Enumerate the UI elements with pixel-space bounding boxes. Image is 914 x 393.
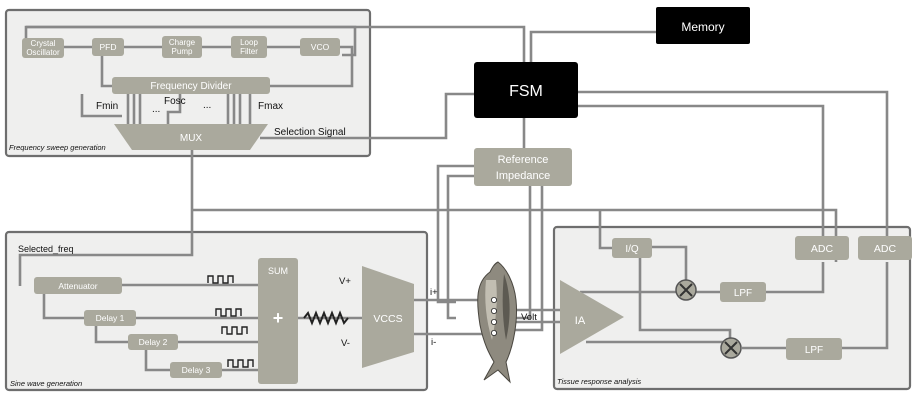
mux-block: MUX [114, 124, 268, 150]
svg-text:Charge: Charge [169, 38, 196, 47]
svg-text:Pump: Pump [172, 47, 193, 56]
svg-text:Crystal: Crystal [31, 39, 56, 48]
svg-text:Reference: Reference [498, 154, 549, 166]
multiplier-1-icon [675, 279, 697, 301]
fish-tissue-image [477, 261, 517, 384]
svg-text:ADC: ADC [874, 243, 897, 255]
dots-left: ... [152, 104, 160, 115]
svg-text:LPF: LPF [805, 345, 823, 356]
svg-text:Delay 2: Delay 2 [139, 337, 168, 347]
svg-text:SUM: SUM [268, 266, 288, 276]
sine-panel-title: Sine wave generation [10, 379, 82, 388]
svg-text:VCCS: VCCS [373, 313, 402, 325]
svg-text:Delay 3: Delay 3 [182, 365, 211, 375]
svg-text:Filter: Filter [240, 47, 258, 56]
svg-text:LPF: LPF [734, 288, 752, 299]
fosc-label: Fosc [164, 96, 186, 107]
crystal-oscillator-block: Crystal Oscillator [22, 38, 64, 58]
v-plus-label: V+ [339, 276, 351, 287]
charge-pump-block: Charge Pump [162, 36, 202, 58]
pfd-block: PFD [92, 38, 124, 56]
svg-text:FSM: FSM [509, 83, 543, 100]
i-minus-label: i- [431, 337, 436, 348]
svg-text:Attenuator: Attenuator [58, 281, 97, 291]
fmax-label: Fmax [258, 101, 283, 112]
lpf-2-block: LPF [786, 338, 842, 360]
svg-text:I/Q: I/Q [625, 244, 639, 255]
svg-text:+: + [273, 308, 284, 328]
svg-text:MUX: MUX [180, 133, 203, 144]
iq-block: I/Q [612, 238, 652, 258]
tissue-panel-title: Tissue response analysis [557, 377, 641, 386]
attenuator-block: Attenuator [34, 277, 122, 294]
square-wave-icon [207, 275, 254, 368]
vco-block: VCO [300, 38, 340, 56]
svg-text:Memory: Memory [681, 20, 724, 34]
svg-text:ADC: ADC [811, 243, 834, 255]
volt-label: Volt [521, 312, 537, 323]
delay-2-block: Delay 2 [128, 334, 178, 350]
svg-text:Delay 1: Delay 1 [96, 313, 125, 323]
sweep-panel-title: Frequency sweep generation [9, 143, 106, 152]
fsm-block: FSM [474, 62, 578, 118]
v-minus-label: V- [341, 338, 350, 349]
sum-block: SUM + [258, 258, 298, 384]
delay-3-block: Delay 3 [170, 362, 222, 378]
delay-1-block: Delay 1 [84, 310, 136, 326]
frequency-divider-block: Frequency Divider [112, 77, 270, 94]
wires [18, 25, 889, 372]
multiplier-2-icon [720, 337, 742, 359]
selected-freq-label: Selected_freq [18, 244, 74, 254]
svg-text:PFD: PFD [100, 42, 117, 52]
memory-block: Memory [656, 7, 750, 44]
svg-text:Oscillator: Oscillator [26, 48, 60, 57]
loop-filter-block: Loop Filter [231, 36, 267, 58]
lpf-1-block: LPF [720, 282, 766, 302]
svg-text:Loop: Loop [240, 38, 258, 47]
adc-1-block: ADC [795, 236, 849, 260]
svg-text:Frequency Divider: Frequency Divider [150, 81, 232, 92]
fmin-label: Fmin [96, 101, 118, 112]
selection-signal-label: Selection Signal [274, 127, 346, 138]
svg-text:VCO: VCO [311, 42, 330, 52]
sine-wave-icon [303, 310, 349, 326]
reference-impedance-block: Reference Impedance [474, 148, 572, 186]
svg-text:Impedance: Impedance [496, 170, 550, 182]
i-plus-label: i+ [430, 287, 438, 298]
adc-2-block: ADC [858, 236, 912, 260]
vccs-block: VCCS [362, 266, 414, 368]
dots-right: ... [203, 100, 211, 111]
svg-text:IA: IA [575, 315, 586, 327]
ia-block: IA [560, 280, 624, 354]
